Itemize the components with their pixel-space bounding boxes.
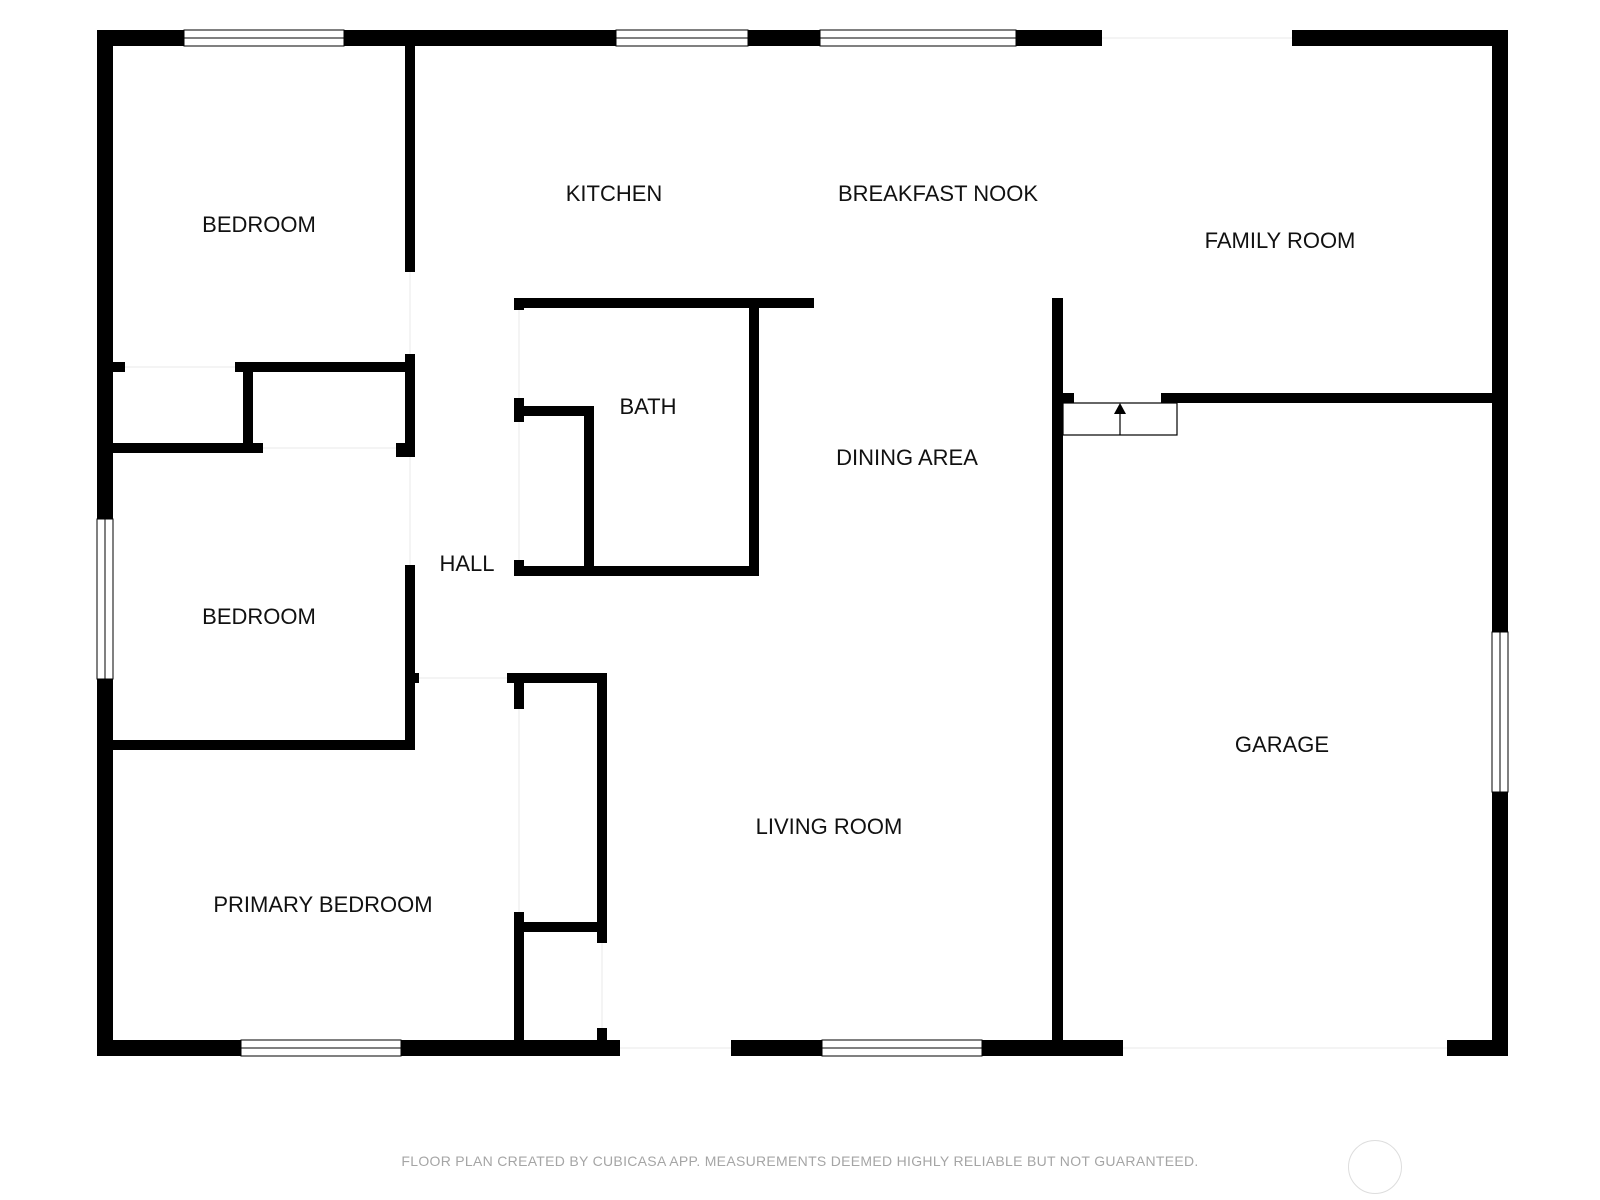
wall-bath-west-stub-top: [514, 298, 524, 310]
wall-closet-east: [405, 354, 415, 457]
wall-closet-bottom-stub: [396, 443, 415, 457]
wall-closet3-west: [514, 912, 524, 1040]
exterior-wall-bottom-right: [1447, 1040, 1508, 1056]
room-label-hall: HALL: [439, 551, 494, 576]
door-openings: [125, 37, 1447, 1049]
wall-bath-north: [514, 298, 814, 308]
room-label-bath: BATH: [619, 394, 676, 419]
wall-bedroom-east: [405, 46, 415, 272]
room-label-garage: GARAGE: [1235, 732, 1329, 757]
wall-bedroom2-stub: [405, 673, 419, 683]
exterior-wall-top-right: [1292, 30, 1508, 46]
wall-bedroom2-east: [405, 565, 415, 750]
room-label-kitchen: KITCHEN: [566, 181, 663, 206]
cubicasa-logo-icon: [1348, 1140, 1402, 1194]
wall-closet3-east-stub: [597, 1028, 607, 1040]
walls: [97, 30, 1508, 1056]
room-label-dining-area: DINING AREA: [836, 445, 978, 470]
footer-disclaimer: FLOOR PLAN CREATED BY CUBICASA APP. MEAS…: [401, 1153, 1199, 1169]
wall-closet-divider: [243, 362, 253, 452]
room-label-bedroom-1: BEDROOM: [202, 212, 316, 237]
wall-closet2-north: [507, 673, 607, 683]
arrow-up-icon: [1114, 403, 1126, 414]
wall-bath-inner-vertical: [584, 406, 594, 576]
wall-bath-east: [749, 298, 759, 576]
wall-bath-inner-stub: [514, 398, 524, 422]
wall-garage-north: [1161, 393, 1492, 403]
wall-closet2-west-stub: [514, 673, 524, 709]
wall-garage-west: [1052, 298, 1063, 1040]
room-label-bedroom-2: BEDROOM: [202, 604, 316, 629]
room-label-breakfast-nook: BREAKFAST NOOK: [838, 181, 1038, 206]
wall-bath-inner-top: [514, 406, 594, 416]
wall-bath-south: [514, 566, 759, 576]
room-label-family-room: FAMILY ROOM: [1205, 228, 1356, 253]
wall-bedroom2-south: [113, 740, 415, 750]
wall-bath-south-stub: [514, 560, 524, 576]
wall-closet3-north: [514, 922, 607, 932]
wall-closet-top-right: [235, 362, 415, 372]
exterior-wall-right: [1492, 30, 1508, 1056]
wall-closet2-east: [597, 673, 607, 943]
room-label-living-room: LIVING ROOM: [756, 814, 903, 839]
wall-closet-bottom: [113, 443, 263, 453]
wall-garage-north-stub: [1052, 393, 1074, 403]
stairs: [1062, 402, 1178, 436]
room-label-primary-bedroom: PRIMARY BEDROOM: [213, 892, 432, 917]
room-labels: BEDROOM KITCHEN BREAKFAST NOOK FAMILY RO…: [202, 181, 1355, 917]
wall-closet-top-left: [113, 362, 125, 372]
windows: [96, 29, 1509, 1057]
